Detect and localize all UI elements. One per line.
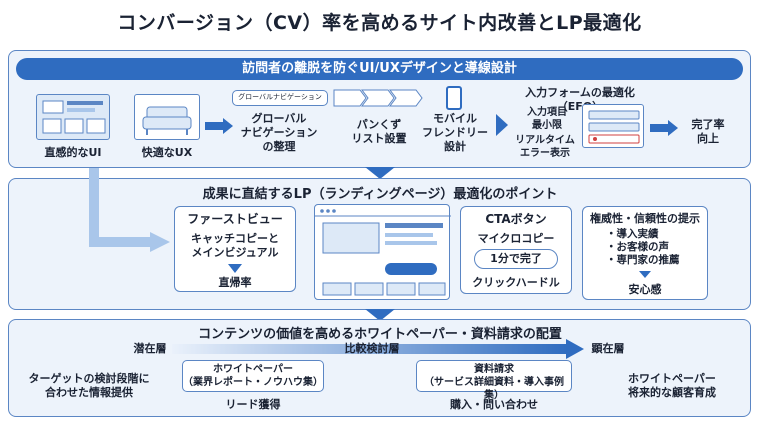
mobile-icon xyxy=(446,86,462,110)
mobile-label: モバイルフレンドリー設計 xyxy=(422,112,488,153)
section-lp-title: 成果に直結するLP（ランディングページ）最適化のポイント xyxy=(202,187,558,202)
cta-micro: マイクロコピー xyxy=(477,232,555,245)
first-view-result: 直帰率 xyxy=(218,276,252,289)
document-request-result: 購入・問い合わせ xyxy=(450,398,538,411)
intuitive-ui-label: 直感的なUI xyxy=(44,146,102,159)
first-view-box xyxy=(174,206,296,292)
authority-title: 権威性・信頼性の提示 xyxy=(590,212,700,225)
first-view-body: キャッチコピーとメインビジュアル xyxy=(191,232,279,259)
chevron-right-icon xyxy=(496,114,508,136)
efo-items-min: 入力項目最小限 xyxy=(527,107,567,131)
down-triangle-icon xyxy=(639,271,651,278)
whitepaper-box: ホワイトペーパー（業界レポート・ノウハウ集） xyxy=(182,360,324,392)
authority-result: 安心感 xyxy=(628,283,662,296)
global-nav-bar: グローバルナビゲーション xyxy=(232,90,328,106)
section-content-title: コンテンツの価値を高めるホワイトペーパー・資料請求の配置 xyxy=(198,327,562,342)
comfortable-ux-label: 快適なUX xyxy=(141,146,193,159)
stage-manifest: 顕在層 xyxy=(591,342,625,355)
stage-comparison: 比較検討層 xyxy=(344,342,400,355)
list-item: ・専門家の推薦 xyxy=(606,254,680,266)
stage-latent: 潜在層 xyxy=(133,342,167,355)
list-item: ・お客様の声 xyxy=(606,241,669,253)
completion-label: 完了率向上 xyxy=(691,118,725,145)
arrow-right-icon xyxy=(566,339,584,359)
lp-page-illustration xyxy=(314,204,451,300)
nurturing-text: ホワイトペーパー将来的な顧客育成 xyxy=(628,372,716,399)
down-triangle-icon xyxy=(228,264,242,273)
arrow-down-icon xyxy=(365,309,395,321)
list-item: ・導入実績 xyxy=(606,228,659,240)
section-uiux-banner: 訪問者の離脱を防ぐUI/UXデザインと導線設計 xyxy=(16,58,743,80)
arrow-right-icon xyxy=(205,118,233,134)
cta-title: CTAボタン xyxy=(485,212,547,226)
page-title: コンバージョン（CV）率を高めるサイト内改善とLP最適化 xyxy=(117,12,642,34)
arrow-down-icon xyxy=(365,167,395,179)
targeting-text: ターゲットの検討段階に合わせた情報提供 xyxy=(28,372,150,399)
arrow-right-icon xyxy=(650,120,678,136)
document-request-box: 資料請求（サービス詳細資料・導入事例集） xyxy=(416,360,572,401)
funnel-stage-bar xyxy=(172,344,568,354)
section-content-panel xyxy=(8,319,751,417)
global-nav-label: グローバルナビゲーションの整理 xyxy=(240,112,318,153)
intuitive-ui-icon xyxy=(36,94,110,140)
authority-list: ・導入実績 ・お客様の声 ・専門家の推薦 xyxy=(606,228,706,267)
cta-result: クリックハードル xyxy=(472,276,560,289)
first-view-title: ファーストビュー xyxy=(187,212,283,226)
flow-arrow-icon xyxy=(89,168,170,252)
form-illustration xyxy=(582,104,644,148)
whitepaper-result: リード獲得 xyxy=(225,398,281,411)
authority-box xyxy=(582,206,708,300)
efo-items-error: リアルタイムエラー表示 xyxy=(515,135,575,159)
breadcrumb-label: パンくずリスト設置 xyxy=(351,118,407,145)
cta-button[interactable]: 1分で完了 xyxy=(474,249,558,269)
breadcrumb-icon xyxy=(333,89,423,107)
sofa-icon xyxy=(134,94,200,140)
